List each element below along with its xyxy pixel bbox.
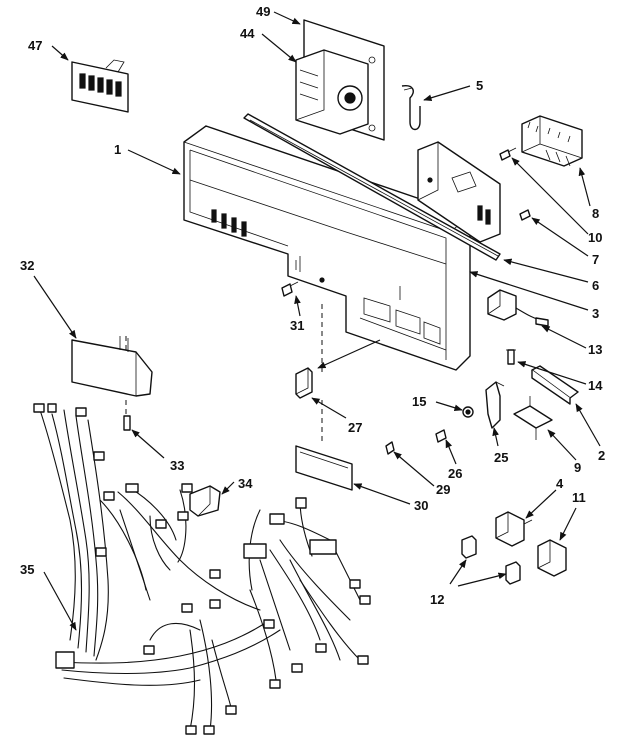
callout-10: 10 (588, 230, 602, 245)
part-34-clip (189, 485, 221, 517)
part-14-screw (506, 349, 516, 365)
part-12-knob-a (461, 535, 477, 559)
callout-35: 35 (20, 562, 34, 577)
alignment-lines (125, 304, 323, 444)
part-26-screw (435, 429, 447, 443)
part-10-screw (499, 147, 517, 161)
part-29-screw (385, 441, 395, 455)
callout-9: 9 (574, 460, 581, 475)
callout-47: 47 (28, 38, 42, 53)
callout-32: 32 (20, 258, 34, 273)
part-13-switch (487, 289, 549, 327)
part-31-screw (281, 281, 299, 297)
part-4-switch (495, 511, 533, 547)
part-2-bar (531, 365, 579, 405)
part-15-nut (462, 406, 474, 418)
part-27-button (295, 367, 313, 399)
part-12-knob-b (505, 561, 521, 585)
callout-29: 29 (436, 482, 450, 497)
callout-14: 14 (588, 378, 603, 393)
callout-13: 13 (588, 342, 602, 357)
part-5-clip (401, 84, 421, 131)
callout-5: 5 (476, 78, 483, 93)
part-32-cover (71, 336, 153, 397)
part-9-clip (513, 396, 553, 440)
part-8-terminal-block (521, 115, 583, 167)
callout-25: 25 (494, 450, 508, 465)
part-6-trim-strip (243, 113, 501, 261)
callout-34: 34 (238, 476, 253, 491)
callout-15: 15 (412, 394, 426, 409)
callout-26: 26 (448, 466, 462, 481)
callout-12: 12 (430, 592, 444, 607)
part-35-wire-harness (33, 403, 371, 735)
leader-lines (33, 11, 601, 631)
callout-6: 6 (592, 278, 599, 293)
callout-27: 27 (348, 420, 362, 435)
part-47-switch-strip (71, 59, 129, 113)
callout-31: 31 (290, 318, 304, 333)
part-7-bracket (417, 141, 501, 243)
callout-3: 3 (592, 306, 599, 321)
part-44-timer (295, 49, 369, 135)
callout-11: 11 (572, 490, 586, 505)
callout-4: 4 (556, 476, 564, 491)
part-11-switch (537, 539, 567, 577)
callout-7: 7 (592, 252, 599, 267)
callout-8: 8 (592, 206, 599, 221)
callout-1: 1 (114, 142, 121, 157)
callout-labels: 47 49 44 5 1 8 10 7 6 3 13 14 2 9 32 31 … (20, 4, 605, 607)
callout-30: 30 (414, 498, 428, 513)
callout-33: 33 (170, 458, 184, 473)
callout-49: 49 (256, 4, 270, 19)
callout-2: 2 (598, 448, 605, 463)
callout-44: 44 (240, 26, 255, 41)
part-7-screw (519, 209, 531, 221)
part-25-bracket (485, 381, 505, 429)
part-30-plate (295, 445, 353, 491)
part-33-screw (123, 415, 131, 431)
